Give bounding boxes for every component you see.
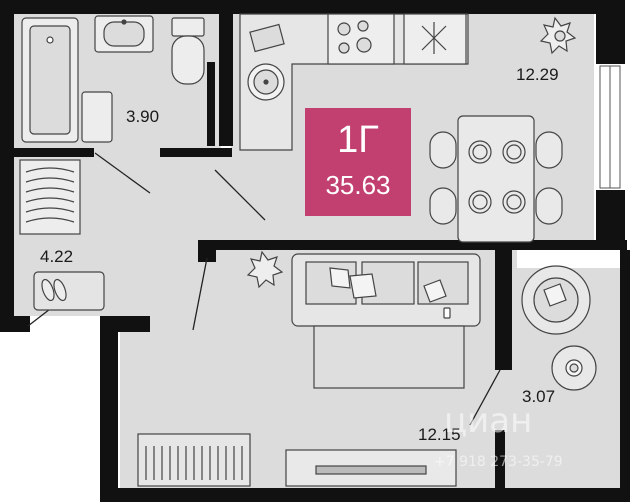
- hall-corner-post: [198, 240, 216, 262]
- cutting-board: [249, 23, 285, 53]
- bath-bottom-wall-left: [14, 148, 94, 157]
- kitchen-area-label: 12.29: [516, 65, 559, 84]
- right-wall-mid: [596, 190, 625, 250]
- balcony-right-wall: [620, 250, 630, 502]
- chair: [429, 131, 457, 169]
- chair: [535, 187, 563, 225]
- kitchen-bottom-wall: [212, 240, 627, 250]
- kitchen-fixtures: [239, 13, 577, 151]
- balcony-area-label: 3.07: [522, 387, 555, 406]
- room-labels: 3.90 12.29 4.22 12.15 3.07: [40, 65, 559, 444]
- chair: [429, 187, 457, 225]
- hall-wardrobe: [19, 159, 81, 235]
- kitchen-door-swing: [214, 169, 266, 221]
- balcony-divider-lower: [495, 430, 505, 502]
- tv: [315, 465, 427, 475]
- right-wall-upper: [596, 0, 625, 64]
- cushion: [349, 273, 377, 299]
- living-furniture: [137, 250, 481, 487]
- shoe: [53, 278, 67, 302]
- hallway-area-label: 4.22: [40, 247, 73, 266]
- dining-table: [457, 115, 535, 243]
- apartment-badge: 1Г 35.63: [305, 108, 411, 216]
- balcony-divider-wall: [495, 250, 512, 370]
- apartment-type-label: 1Г: [337, 119, 379, 161]
- bottom-wall: [100, 488, 630, 502]
- cushion: [423, 279, 447, 303]
- bath-bottom-wall-right: [160, 148, 232, 157]
- phone: [443, 307, 451, 319]
- toilet-bowl: [171, 35, 205, 85]
- bath-mat: [81, 91, 113, 143]
- rug: [313, 325, 465, 389]
- chair: [535, 131, 563, 169]
- entry-wall-left: [0, 316, 30, 332]
- bath-kitchen-wall: [219, 14, 233, 146]
- bathroom-area-label: 3.90: [126, 107, 159, 126]
- bathroom-fixtures: [21, 15, 205, 143]
- bathroom-door-swing: [94, 152, 151, 194]
- living-left-wall: [100, 316, 118, 502]
- living-room-area-label: 12.15: [418, 425, 461, 444]
- toilet-tank: [171, 17, 205, 37]
- living-door-swing: [192, 257, 208, 331]
- hallway-fixtures: [19, 159, 105, 311]
- dining-set: [429, 115, 563, 243]
- left-wall: [0, 0, 14, 332]
- cushion: [329, 267, 351, 289]
- watermark: циан +7 918 273-35-79: [434, 401, 563, 470]
- windows: [599, 65, 621, 189]
- shaft: [207, 62, 215, 146]
- badge-background: [305, 108, 411, 216]
- shoe: [41, 278, 55, 302]
- balcony-furniture: [521, 265, 597, 391]
- top-wall: [0, 0, 625, 14]
- watermark-phone: +7 918 273-35-79: [434, 454, 563, 470]
- living-plant: [246, 250, 284, 289]
- balcony-door-swing: [469, 369, 501, 426]
- apartment-total-area: 35.63: [325, 170, 390, 200]
- watermark-brand: циан: [444, 401, 532, 441]
